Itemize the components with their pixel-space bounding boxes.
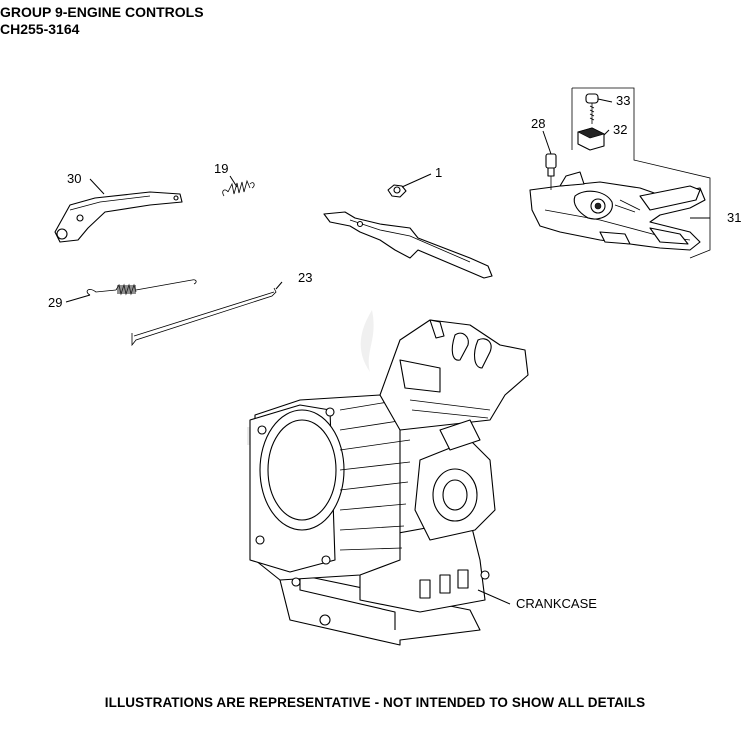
part-label-28: 28 [531,116,545,131]
part-23-link-rod [131,287,277,347]
part-label-30: 30 [67,171,81,186]
crankcase [249,319,529,646]
diagram-title: GROUP 9-ENGINE CONTROLS [0,4,204,20]
part-28-fitting [545,153,557,190]
part-31-control-bracket [529,171,706,251]
governor-lever [323,211,493,279]
part-label-19: 19 [214,161,228,176]
part-label-32: 32 [613,122,627,137]
part-label-31: 31 [727,210,741,225]
part-label-1: 1 [435,165,442,180]
part-label-33: 33 [616,93,630,108]
assembly-31-bracket-line [572,87,711,259]
part-label-29: 29 [48,295,62,310]
part-19-spring [222,179,255,197]
model-number: CH255-3164 [0,21,80,37]
part-32-clip [577,127,605,151]
part-30-throttle-lever [54,191,183,243]
crankcase-label: CRANKCASE [516,596,597,611]
part-label-23: 23 [298,270,312,285]
part-29-governor-spring [86,279,197,296]
disclaimer-footer: ILLUSTRATIONS ARE REPRESENTATIVE - NOT I… [104,695,646,710]
part-1-nut [387,184,407,198]
part-33-screw [585,93,599,124]
leader-lines [65,98,710,605]
